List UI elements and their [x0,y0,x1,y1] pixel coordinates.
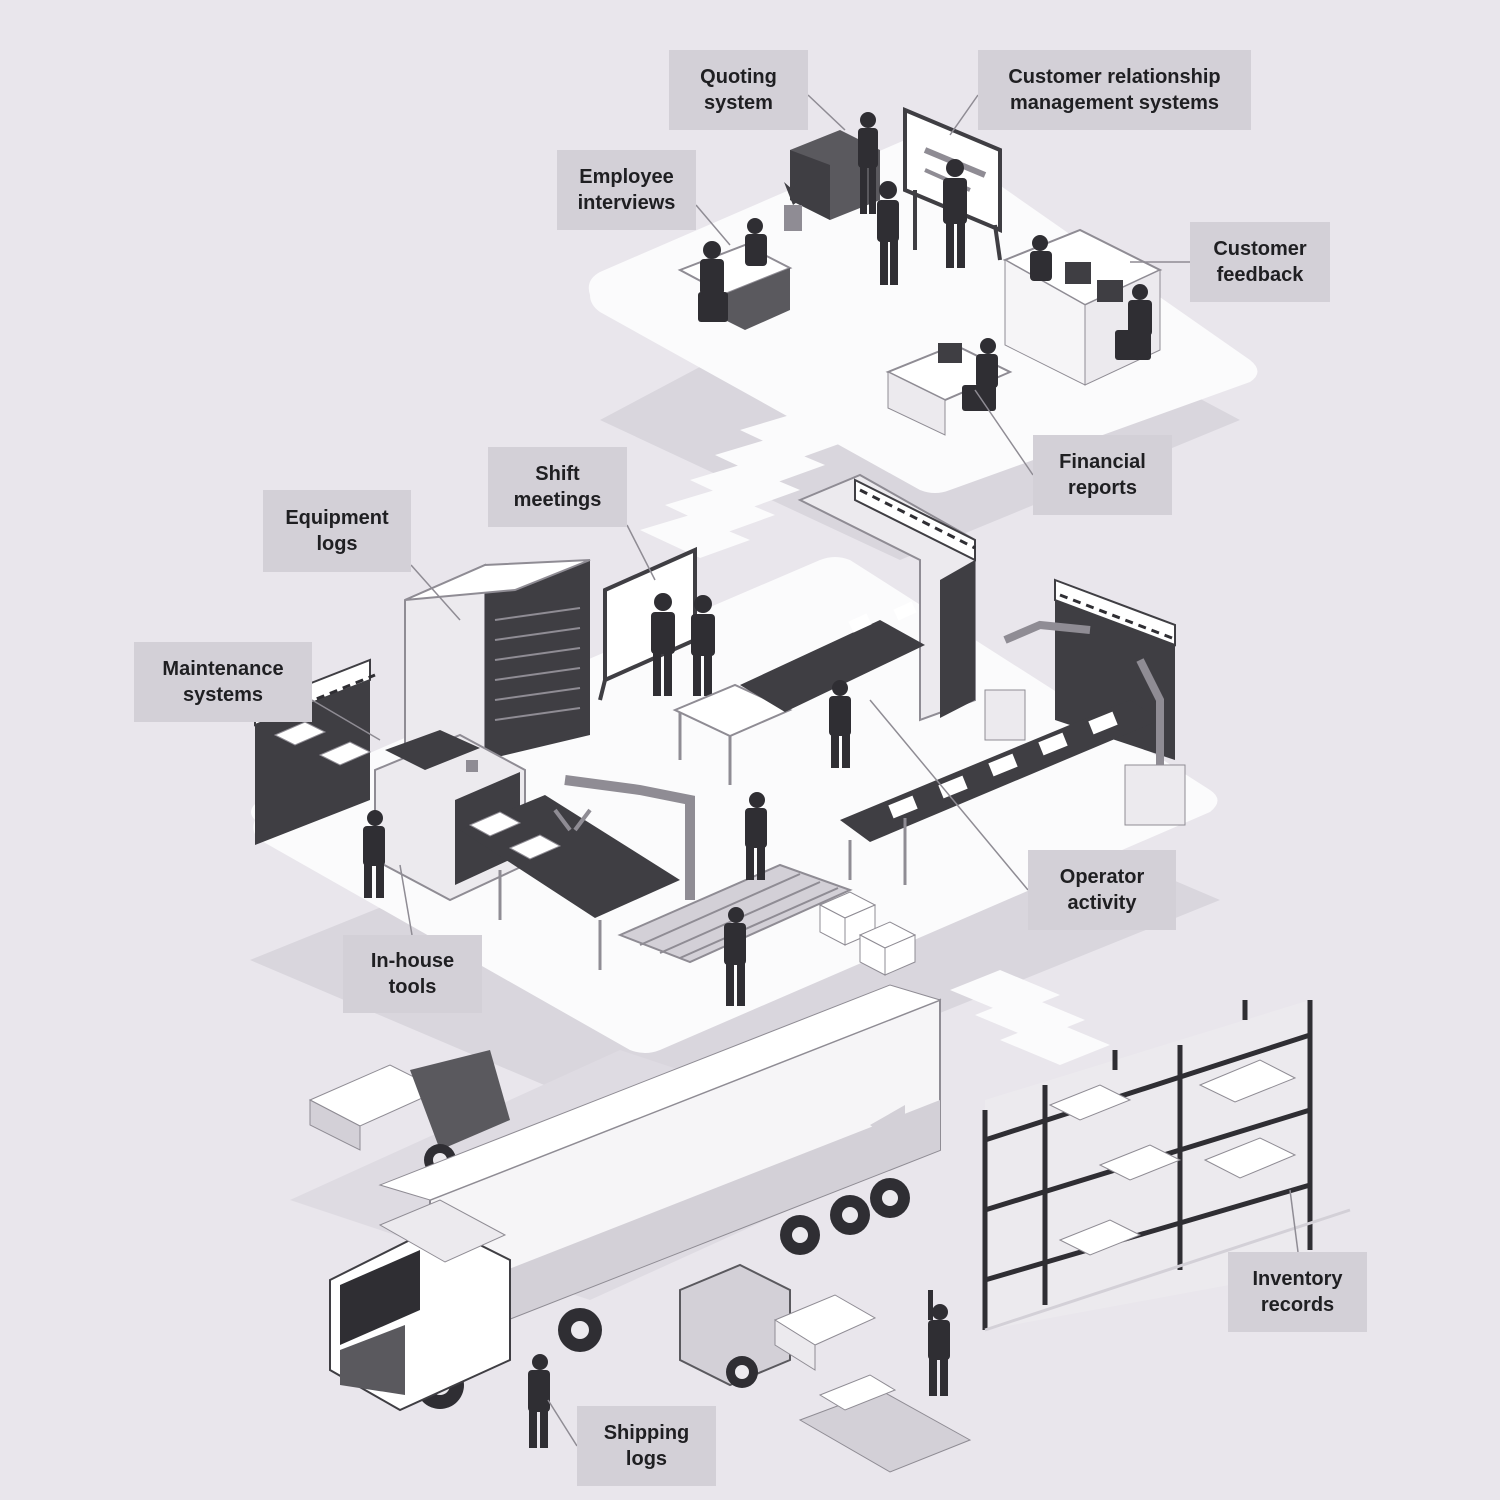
label-leader-lines [311,94,1299,1447]
label-equipment-logs: Equipment logs [263,490,411,572]
label-operator-activity: Operator activity [1028,850,1176,930]
stairs-upper [640,415,850,558]
stairs-lower [950,970,1110,1065]
label-inventory-records: Inventory records [1228,1252,1367,1332]
label-shipping-logs: Shipping logs [577,1406,716,1486]
label-customer-feedback: Customer feedback [1190,222,1330,302]
shipping-area [290,984,972,1473]
factory-platform [250,473,1220,1130]
label-quoting-system: Quoting system [669,50,808,130]
label-in-house-tools: In-house tools [343,935,482,1013]
warehouse-shelves [982,1000,1351,1332]
label-shift-meetings: Shift meetings [488,447,627,527]
label-crm-systems: Customer relationship management systems [978,50,1251,130]
label-maintenance-systems: Maintenance systems [134,642,312,722]
label-employee-interviews: Employee interviews [557,150,696,230]
label-financial-reports: Financial reports [1033,435,1172,515]
